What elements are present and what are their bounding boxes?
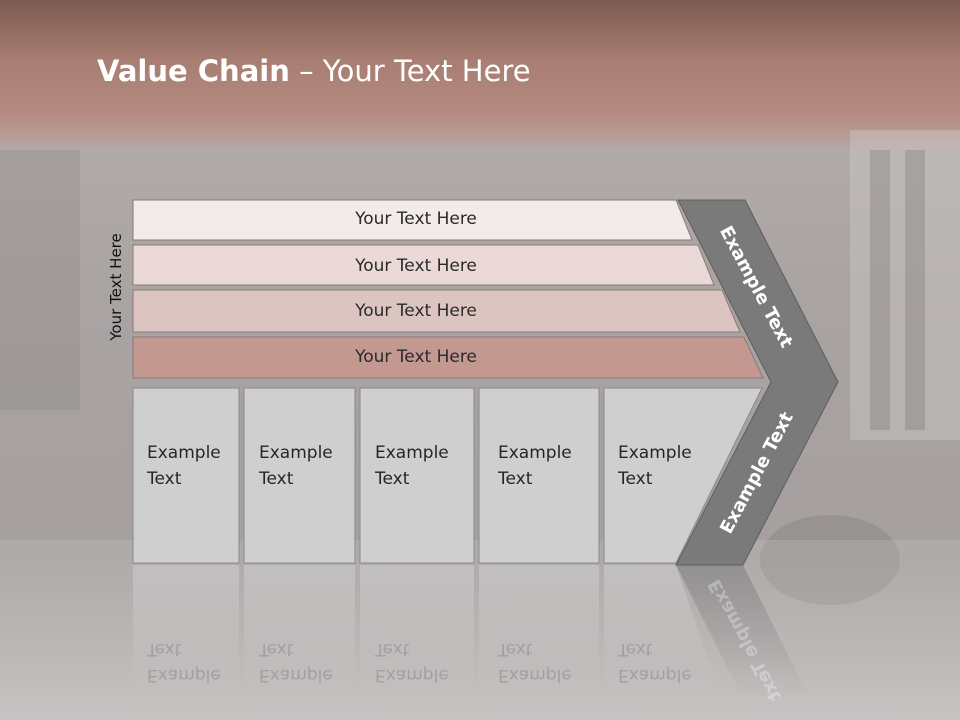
cell-label-4: Example Text <box>498 443 572 489</box>
band-3 <box>132 289 741 333</box>
cell-label-reflection: Example Text <box>618 639 692 685</box>
activity-cell-1 <box>132 387 240 564</box>
cell-label-reflection: Example Text <box>147 639 221 685</box>
band-label-1: Your Text Here <box>355 209 477 229</box>
band-2 <box>132 244 715 286</box>
cell-label-reflection: Example Text <box>498 639 572 685</box>
cell-reflection <box>604 565 720 695</box>
title-bold: Value Chain <box>97 54 290 88</box>
slide-title: Value Chain – Your Text Here <box>97 54 531 88</box>
title-rest: – Your Text Here <box>289 54 531 88</box>
cell-reflection <box>479 565 599 695</box>
cell-label-5: Example Text <box>618 443 692 489</box>
band-label-2: Your Text Here <box>355 256 477 276</box>
activity-cell-2 <box>243 387 356 564</box>
cell-reflection <box>360 565 474 695</box>
cell-label-reflection: Example Text <box>375 639 449 685</box>
band-1 <box>132 199 693 241</box>
cell-reflection <box>244 565 355 695</box>
activity-cell-3 <box>359 387 475 564</box>
chevron-reflection <box>676 565 808 695</box>
band-label-3: Your Text Here <box>355 301 477 321</box>
cell-reflection <box>133 565 239 695</box>
cell-label-reflection: Example Text <box>259 639 333 685</box>
activity-cell-5 <box>603 387 763 564</box>
cell-label-3: Example Text <box>375 443 449 489</box>
margin-chevron <box>675 199 839 566</box>
cell-label-2: Example Text <box>259 443 333 489</box>
band-label-4: Your Text Here <box>355 347 477 367</box>
activity-cell-4 <box>478 387 600 564</box>
cell-label-1: Example Text <box>147 443 221 489</box>
band-4 <box>132 336 764 379</box>
